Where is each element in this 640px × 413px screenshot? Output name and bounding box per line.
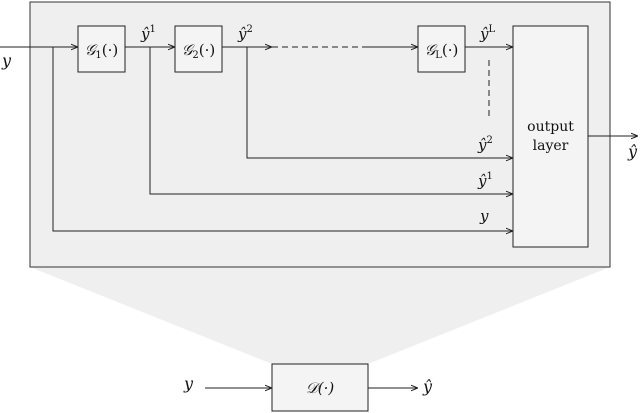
merge-input-y2: ŷ2: [477, 135, 493, 154]
merge-input-y1: ŷ1: [477, 171, 493, 190]
bypass-wire-y2: [246, 47, 513, 158]
stage-output-1: ŷ1: [140, 24, 156, 43]
svg-text:𝒢1(·): 𝒢1(·): [85, 41, 119, 61]
block-g1: 𝒢1(·): [77, 25, 126, 73]
output-layer-block: output layer: [512, 25, 589, 248]
bypass-wire-y: [52, 47, 513, 231]
svg-text:layer: layer: [533, 138, 569, 154]
bypass-wire-y1: [149, 47, 513, 194]
output-label: ŷ: [627, 142, 638, 161]
zoom-funnel: [30, 267, 610, 364]
summary-output-label: ŷ: [422, 377, 433, 396]
stage-output-L: ŷL: [479, 24, 495, 43]
summary-input-label: y: [183, 374, 194, 393]
svg-text:𝒢L(·): 𝒢L(·): [425, 41, 459, 61]
summary-block-d: 𝒟(·): [271, 363, 369, 412]
block-gl: 𝒢L(·): [417, 25, 466, 73]
svg-text:𝒟(·): 𝒟(·): [306, 379, 335, 397]
block-g2: 𝒢2(·): [174, 25, 223, 73]
svg-text:𝒢2(·): 𝒢2(·): [182, 41, 216, 61]
merge-input-y: y: [479, 207, 489, 225]
input-label: y: [1, 51, 12, 70]
svg-text:output: output: [527, 119, 574, 135]
stage-output-2: ŷ2: [237, 24, 253, 43]
